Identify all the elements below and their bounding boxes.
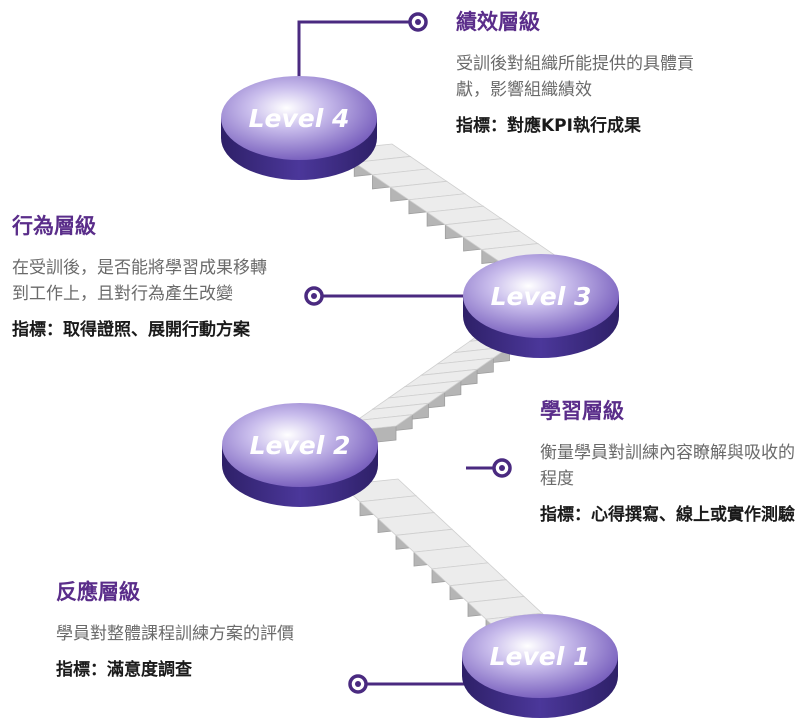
level-1-title: 反應層級 (56, 580, 140, 604)
level-4-title: 績效層級 (456, 10, 540, 34)
level-discs: Level 4 Level 3 Level 2 Level 1 (221, 76, 619, 718)
connector-dot-level-1 (348, 674, 368, 694)
level-3-indicator: 指標：取得證照、展開行動方案 (12, 320, 250, 340)
level-4-disc: Level 4 (221, 76, 377, 180)
level-1-text-block: 反應層級 學員對整體課程訓練方案的評價 指標：滿意度調查 (56, 578, 336, 683)
level-4-text-block: 績效層級 受訓後對組織所能提供的具體貢獻，影響組織績效 指標：對應KPI執行成果 (456, 8, 776, 139)
connector-dot-level-2 (492, 458, 512, 478)
level-3-title: 行為層級 (12, 214, 96, 238)
level-3-description: 在受訓後，是否能將學習成果移轉到工作上，且對行為產生改變 (12, 258, 267, 304)
staircase (334, 143, 561, 651)
level-1-label: Level 1 (490, 642, 591, 671)
level-2-text-block: 學習層級 衡量學員對訓練內容瞭解與吸收的程度 指標：心得撰寫、線上或實作測驗 (540, 397, 802, 528)
level-3-text-block: 行為層級 在受訓後，是否能將學習成果移轉到工作上，且對行為產生改變 指標：取得證… (12, 212, 282, 343)
connector-dot-level-4 (408, 12, 428, 32)
level-2-disc: Level 2 (222, 403, 378, 507)
level-3-label: Level 3 (491, 282, 592, 311)
level-2-description: 衡量學員對訓練內容瞭解與吸收的程度 (540, 443, 795, 489)
level-1-description: 學員對整體課程訓練方案的評價 (56, 624, 294, 644)
connector-line-level-4 (297, 20, 412, 87)
level-3-disc: Level 3 (463, 254, 619, 358)
level-4-label: Level 4 (249, 104, 350, 133)
connector-dots (304, 12, 512, 694)
level-2-indicator: 指標：心得撰寫、線上或實作測驗 (540, 505, 795, 525)
level-4-indicator: 指標：對應KPI執行成果 (456, 116, 641, 136)
level-1-disc: Level 1 (462, 614, 618, 718)
level-2-label: Level 2 (250, 431, 351, 460)
connectors (297, 20, 498, 686)
level-1-indicator: 指標：滿意度調查 (56, 660, 192, 680)
level-4-description: 受訓後對組織所能提供的具體貢獻，影響組織績效 (456, 54, 694, 100)
connector-dot-level-3 (304, 286, 324, 306)
level-2-title: 學習層級 (540, 399, 624, 423)
